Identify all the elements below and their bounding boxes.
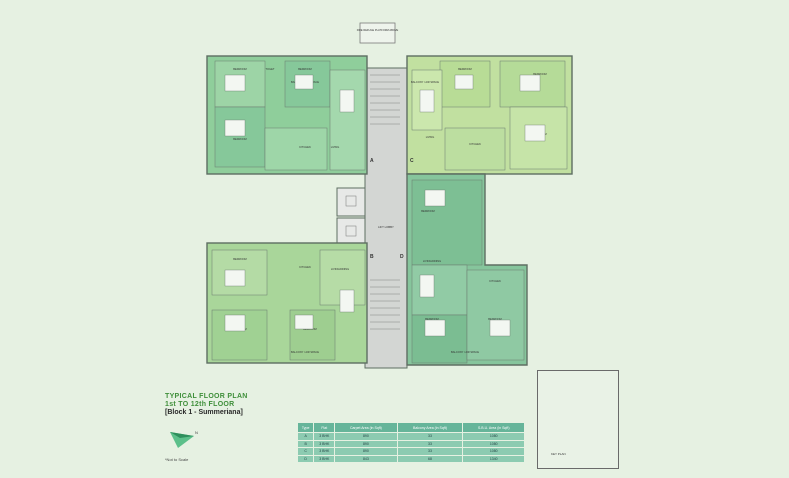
room-label: BEDROOM	[233, 137, 246, 141]
table-cell: 3 BHK	[313, 447, 336, 456]
table-cell: 33	[396, 432, 464, 441]
area-table-header: Balcony Area (in Sqft)	[396, 422, 464, 433]
room-label: BEDROOM	[488, 317, 501, 321]
table-cell: 3 BHK	[313, 432, 336, 441]
room-label: BEDROOM	[233, 257, 246, 261]
unit-a-letter: A	[370, 158, 374, 164]
room-label: BEDROOM	[421, 209, 434, 213]
not-to-scale-note: *Not to Scale	[165, 457, 189, 462]
area-table-header: Carpet Area (in Sqft)	[334, 422, 398, 433]
table-cell: 1080	[462, 447, 525, 456]
area-table-header: S.B.U. Area (in Sqft)	[462, 422, 525, 433]
room-label: BEDROOM	[458, 67, 471, 71]
table-cell: 1080	[462, 439, 525, 448]
svg-text:N: N	[195, 430, 198, 435]
table-cell: 843	[334, 454, 398, 463]
table-cell: 890	[334, 439, 398, 448]
plan-block: [Block 1 - Summeriana]	[165, 409, 243, 416]
room-label: KITCHEN	[299, 145, 311, 149]
room-label: KITCHEN	[469, 142, 481, 146]
table-row: C 3 BHK 890 33 1080	[296, 447, 525, 456]
plan-title-block: TYPICAL FLOOR PLAN 1st TO 12th FLOOR [Bl…	[165, 393, 248, 417]
north-arrow-icon: N	[170, 430, 198, 448]
table-cell: A	[296, 432, 315, 441]
table-row: D 3 BHK 843 68 1340	[296, 454, 525, 463]
table-row: B 3 BHK 890 33 1080	[296, 439, 525, 448]
room-label: LIVING/DINING	[331, 267, 349, 271]
room-label: BEDROOM	[533, 72, 546, 76]
key-plan-frame	[537, 370, 619, 469]
room-label: LIVING	[331, 145, 340, 149]
table-cell: 890	[334, 432, 398, 441]
table-cell: D	[296, 454, 315, 463]
table-cell: 33	[396, 447, 464, 456]
table-cell: C	[296, 447, 315, 456]
room-label: LIVING	[426, 135, 435, 139]
room-label: BALCONY / AIR SPACE	[291, 350, 319, 354]
table-cell: 3 BHK	[313, 439, 336, 448]
table-cell: 1080	[462, 432, 525, 441]
staircase-bottom	[370, 279, 400, 330]
table-cell: 3 BHK	[313, 454, 336, 463]
room-label: BEDROOM	[233, 67, 246, 71]
room-label: BALCONY / AIR SPACE	[411, 80, 439, 84]
fire-refuge-label: FIRE REFUGE PLATFORM ABOVE	[357, 28, 399, 32]
area-table: Type Flat Carpet Area (in Sqft) Balcony …	[296, 422, 525, 463]
lift-shaft-1	[336, 187, 366, 217]
room-label: BEDROOM	[298, 67, 311, 71]
furniture	[224, 74, 546, 337]
room-label: LIVING/DINING	[423, 259, 441, 263]
unit-d-letter: D	[400, 254, 404, 260]
room-label: KITCHEN	[489, 279, 501, 283]
lift-shaft-2	[336, 217, 366, 247]
table-cell: 68	[396, 454, 464, 463]
plan-floors: 1st TO 12th FLOOR	[165, 401, 235, 408]
central-core	[364, 67, 408, 369]
unit-b-letter: B	[370, 254, 374, 260]
table-cell: B	[296, 439, 315, 448]
table-cell: 890	[334, 447, 398, 456]
fire-refuge-box	[359, 22, 396, 44]
area-table-header: Type	[296, 422, 315, 433]
staircase-top	[370, 74, 400, 125]
room-label: BALCONY / AIR SPACE	[451, 350, 479, 354]
table-row: A 3 BHK 890 33 1080	[296, 432, 525, 441]
room-label: TOILET	[265, 67, 274, 71]
table-cell: 33	[396, 439, 464, 448]
table-cell: 1340	[462, 454, 525, 463]
key-plan-label: KEY PLAN	[551, 452, 566, 456]
unit-c-letter: C	[410, 158, 414, 164]
room-label: KITCHEN	[299, 265, 311, 269]
lift-lobby-label: LIFT LOBBY	[378, 225, 394, 229]
plan-title: TYPICAL FLOOR PLAN	[165, 393, 248, 400]
area-table-header: Flat	[313, 422, 336, 433]
room-label: BEDROOM	[425, 317, 438, 321]
